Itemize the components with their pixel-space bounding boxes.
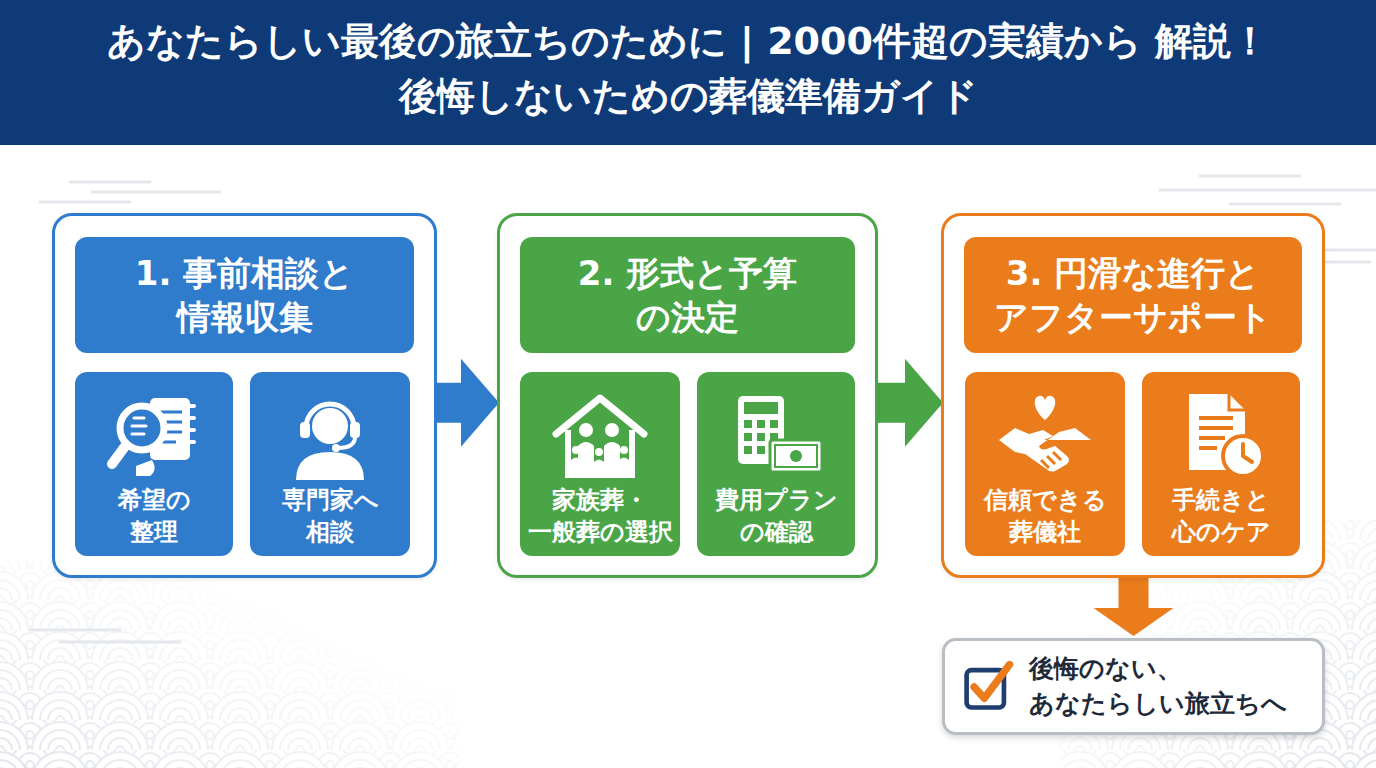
calculator-money-icon-part bbox=[757, 446, 765, 454]
family-house-icon-part bbox=[572, 446, 580, 454]
handshake-heart-icon-part bbox=[1041, 452, 1061, 468]
flow-arrow bbox=[876, 359, 943, 447]
family-house-icon-part bbox=[556, 398, 644, 434]
card-label: 専門家へ 相談 bbox=[278, 484, 382, 550]
calculator-money-icon-part bbox=[770, 440, 822, 472]
step-panel: 3. 円滑な進行と アフターサポート 信頼できる 葬儀社 手続きと 心のケア bbox=[941, 213, 1325, 578]
card-label: 家族葬・ 一般葬の選択 bbox=[524, 484, 676, 550]
headset-person-icon-part bbox=[306, 404, 354, 428]
headset-person-icon bbox=[280, 390, 380, 480]
document-clock-icon bbox=[1171, 390, 1271, 480]
result-label: 後悔のない、 あなたらしい旅立ちへ bbox=[1029, 651, 1297, 723]
search-notebook-icon-part bbox=[112, 445, 126, 464]
step-panel: 2. 形式と予算 の決定 家族葬・ 一般葬の選択 費用プラン の確認 bbox=[497, 213, 878, 578]
flow-arrow bbox=[1094, 576, 1174, 636]
family-house-icon-part bbox=[620, 446, 628, 454]
search-notebook-icon-part bbox=[132, 418, 146, 434]
step-card: 家族葬・ 一般葬の選択 bbox=[520, 372, 680, 556]
headset-person-icon-part bbox=[296, 452, 364, 480]
step-heading: 2. 形式と予算 の決定 bbox=[520, 237, 855, 353]
step-panel: 1. 事前相談と 情報収集 希望の 整理 専門家へ 相談 bbox=[52, 213, 437, 578]
family-house-icon-part bbox=[579, 423, 593, 437]
step-heading: 3. 円滑な進行と アフターサポート bbox=[964, 237, 1302, 353]
headset-person-icon-part bbox=[332, 444, 340, 452]
card-label: 信頼できる 葬儀社 bbox=[980, 484, 1110, 550]
headset-person-icon-part bbox=[350, 422, 360, 438]
calculator-money-icon-part bbox=[757, 433, 765, 441]
checkbox-icon-part bbox=[974, 665, 1009, 699]
calculator-money-icon-part bbox=[775, 445, 817, 467]
calculator-money-icon bbox=[726, 390, 826, 480]
card-label: 手続きと 心のケア bbox=[1169, 484, 1273, 550]
family-house-icon-part bbox=[595, 448, 603, 456]
step-heading: 1. 事前相談と 情報収集 bbox=[75, 237, 414, 353]
step-card: 費用プラン の確認 bbox=[697, 372, 855, 556]
handshake-heart-icon-part bbox=[999, 428, 1091, 472]
family-house-icon-part bbox=[619, 458, 629, 479]
handshake-heart-icon-part bbox=[1035, 396, 1056, 420]
family-house-icon-part bbox=[604, 442, 620, 478]
calculator-money-icon-part bbox=[757, 420, 765, 428]
step-card: 専門家へ 相談 bbox=[250, 372, 410, 556]
family-house-icon bbox=[550, 390, 650, 480]
calculator-money-icon-part bbox=[770, 420, 778, 428]
document-clock-icon-part bbox=[1223, 436, 1263, 476]
step-card: 希望の 整理 bbox=[75, 372, 233, 556]
calculator-money-icon-part bbox=[790, 450, 802, 462]
result-box: 後悔のない、 あなたらしい旅立ちへ bbox=[942, 638, 1325, 735]
title-text: あなたらしい最後の旅立ちのために | 2000件超の実績から 解説！後悔しないた… bbox=[38, 14, 1338, 132]
step-card: 手続きと 心のケア bbox=[1142, 372, 1300, 556]
family-house-icon-part bbox=[605, 423, 619, 437]
checkbox-icon bbox=[961, 659, 1017, 715]
document-clock-icon-part bbox=[1229, 394, 1245, 410]
headset-person-icon-part bbox=[312, 408, 348, 444]
calculator-money-icon-part bbox=[744, 402, 778, 414]
calculator-money-icon-part bbox=[744, 433, 752, 441]
calculator-money-icon-part bbox=[744, 446, 752, 454]
flow-arrow bbox=[435, 359, 499, 447]
family-house-icon-part bbox=[571, 458, 581, 479]
search-notebook-icon-part bbox=[136, 460, 155, 476]
document-clock-icon-part bbox=[1243, 444, 1252, 462]
handshake-heart-icon bbox=[995, 390, 1095, 480]
search-notebook-icon bbox=[104, 390, 204, 480]
calculator-money-icon-part bbox=[744, 420, 752, 428]
card-label: 希望の 整理 bbox=[112, 484, 196, 550]
card-label: 費用プラン の確認 bbox=[711, 484, 841, 550]
step-card: 信頼できる 葬儀社 bbox=[965, 372, 1125, 556]
headset-person-icon-part bbox=[338, 438, 355, 448]
search-notebook-icon-part bbox=[188, 406, 194, 442]
family-house-icon-part bbox=[594, 460, 604, 479]
headset-person-icon-part bbox=[300, 422, 310, 438]
family-house-icon-part bbox=[568, 430, 632, 478]
